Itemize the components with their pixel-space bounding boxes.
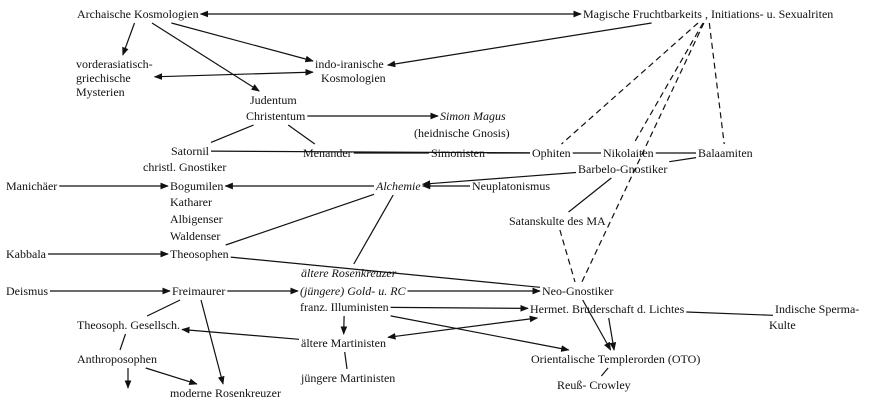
edge-theosoph-gesellsch-to-anthroposophen bbox=[119, 333, 127, 351]
node-christl-gnostiker: christl. Gnostiker bbox=[143, 160, 227, 174]
node-indische-line2: Kulte bbox=[769, 318, 796, 332]
edge-magische-to-nikolaiten bbox=[632, 22, 704, 145]
node-nikolaiten: Nikolaiten bbox=[603, 146, 654, 160]
edge-neo-gnostiker-to-orientalische bbox=[582, 299, 612, 351]
node-indoiranische: indo-iranische Kosmologien bbox=[315, 57, 386, 85]
edge-hermet-to-indische bbox=[686, 311, 774, 316]
node-kabbala: Kabbala bbox=[6, 247, 46, 261]
node-indoiranische-line2: Kosmologien bbox=[321, 71, 386, 85]
edge-barbelo-to-alchemie bbox=[421, 171, 577, 187]
node-bogumilen: Bogumilen bbox=[170, 179, 224, 193]
node-neuplatonismus: Neuplatonismus bbox=[472, 179, 550, 193]
edge-barbelo-to-satanskulte bbox=[568, 177, 612, 213]
node-manichaeer: Manichäer bbox=[6, 179, 58, 193]
node-alchemie: Alchemie bbox=[376, 179, 421, 193]
node-freimaurer: Freimaurer bbox=[172, 284, 226, 298]
edge-anthroposophen-to-moderne-rk bbox=[145, 367, 198, 385]
node-juengere-martinisten: jüngere Martinisten bbox=[301, 371, 396, 385]
node-judentum: Judentum bbox=[250, 93, 297, 107]
edge-christentum-to-satornil bbox=[210, 124, 254, 143]
node-simon-magus: Simon Magus bbox=[440, 109, 506, 123]
node-indische: Indische Sperma- Kulte bbox=[769, 302, 860, 332]
node-heidnische-gnosis: (heidnische Gnosis) bbox=[414, 126, 510, 140]
edge-franz-illuministen-to-hermet bbox=[390, 304, 529, 312]
node-simonisten: Simonisten bbox=[431, 146, 486, 160]
node-anthroposophen: Anthroposophen bbox=[77, 352, 157, 366]
node-indische-line1: Indische Sperma- bbox=[775, 302, 860, 316]
edge-aeltere-martinisten-to-juengere-martinisten bbox=[344, 351, 348, 370]
edge-hermet-to-orientalische bbox=[608, 317, 617, 351]
edge-magische-to-neo-gnostiker bbox=[581, 22, 705, 283]
edge-theosophen-to-neo-gnostiker bbox=[230, 256, 541, 288]
node-christentum: Christentum bbox=[246, 109, 306, 123]
node-reuss-crowley: Reuß- Crowley bbox=[557, 378, 631, 392]
node-orientalische: Orientalische Templerorden (OTO) bbox=[531, 352, 701, 366]
node-theosoph-gesellsch: Theosoph. Gesellsch. bbox=[77, 318, 180, 332]
edge-aeltere-martinisten-to-hermet bbox=[387, 315, 539, 340]
node-balaamiten: Balaamiten bbox=[698, 146, 753, 160]
edge-archaische-to-indoiranische bbox=[171, 22, 314, 63]
node-hermet: Hermet. Bruderschaft d. Lichtes bbox=[530, 302, 685, 316]
node-archaische: Archaische Kosmologien bbox=[77, 7, 199, 21]
node-satanskulte: Satanskulte des MA bbox=[509, 214, 606, 228]
node-albigenser: Albigenser bbox=[170, 212, 223, 226]
node-waldenser: Waldenser bbox=[170, 229, 221, 243]
edge-magische-to-indoiranische bbox=[386, 22, 652, 68]
edge-freimaurer-to-theosoph-gesellsch bbox=[146, 299, 181, 317]
edge-aeltere-martinisten-to-theosoph-gesellsch bbox=[181, 326, 300, 340]
node-katharer: Katharer bbox=[170, 195, 212, 209]
node-vorderasiatisch-line2: griechische bbox=[76, 71, 131, 85]
edge-alchemie-to-theosophen bbox=[225, 193, 375, 246]
node-indoiranische-line1: indo-iranische bbox=[315, 57, 384, 71]
edge-magische-to-balaamiten bbox=[708, 22, 725, 145]
node-deismus: Deismus bbox=[6, 284, 48, 298]
edge-archaische-to-judentum bbox=[151, 22, 260, 92]
edge-satanskulte-to-neo-gnostiker bbox=[559, 229, 576, 283]
edge-alchemie-to-aeltere-rc bbox=[353, 194, 394, 265]
edge-balaamiten-to-barbelo bbox=[669, 157, 697, 163]
edge-magische-to-ophiten bbox=[561, 22, 699, 145]
node-vorderasiatisch: vorderasiatisch- griechische Mysterien bbox=[76, 57, 153, 99]
node-vorderasiatisch-line1: vorderasiatisch- bbox=[76, 57, 153, 71]
node-aeltere-rc: ältere Rosenkreuzer bbox=[301, 266, 397, 280]
edge-orientalische-to-reuss-crowley bbox=[600, 367, 609, 377]
node-theosophen: Theosophen bbox=[170, 247, 229, 261]
node-ophiten: Ophiten bbox=[532, 146, 571, 160]
node-franz-illuministen: franz. Illuministen bbox=[300, 300, 389, 314]
node-menander: Menander bbox=[303, 146, 352, 160]
node-neo-gnostiker: Neo-Gnostiker bbox=[542, 284, 614, 298]
node-barbelo: Barbelo-Gnostiker bbox=[578, 162, 668, 176]
node-aeltere-martinisten: ältere Martinisten bbox=[301, 336, 386, 350]
edge-archaische-to-vorderasiatisch bbox=[122, 22, 136, 56]
node-juengere-gold: (jüngere) Gold- u. RC bbox=[300, 284, 406, 298]
edge-freimaurer-to-moderne-rk bbox=[200, 299, 225, 385]
node-magische: Magische Fruchtbarkeits , Initiations- u… bbox=[583, 7, 834, 21]
edge-vorderasiatisch-to-indoiranische bbox=[153, 68, 314, 80]
node-vorderasiatisch-line3: Mysterien bbox=[76, 85, 125, 99]
edge-christentum-to-menander bbox=[287, 124, 316, 145]
node-satornil: Satornil bbox=[171, 144, 209, 158]
node-moderne-rk: moderne Rosenkreuzer bbox=[170, 386, 281, 400]
edge-satornil-to-ophiten bbox=[210, 150, 531, 154]
